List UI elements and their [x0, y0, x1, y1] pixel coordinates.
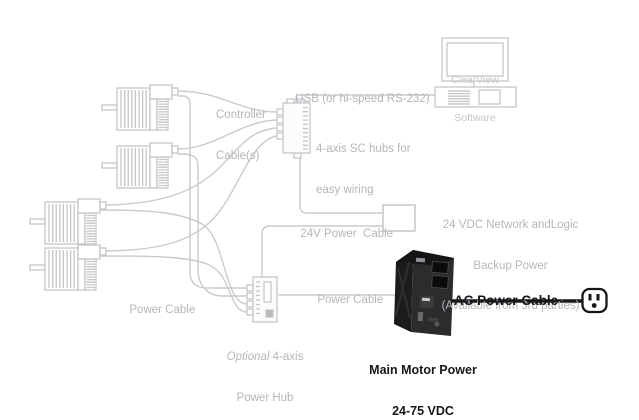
motor-2	[101, 142, 179, 189]
label-power-cable-motors: Power Cable	[129, 303, 196, 316]
motor-3	[29, 198, 107, 245]
desktop-vents	[448, 90, 470, 105]
power-cable-1	[177, 95, 248, 289]
main-power-supply	[394, 250, 454, 336]
label-main-motor-power: Main Motor Power 24-75 VDC (Teknic IPC-5…	[369, 363, 477, 418]
power-hub	[246, 276, 278, 323]
power-cable-3	[99, 209, 248, 305]
24vdc-supply-box	[382, 204, 416, 232]
usb-cable	[295, 94, 436, 104]
outlet-slot-left	[588, 294, 592, 301]
label-usb: USB (or hi-speed RS-232)	[295, 92, 430, 105]
motor-1	[101, 84, 179, 131]
connector-port-1	[431, 261, 449, 274]
label-24v-power-cable: 24V Power Cable	[300, 227, 394, 240]
label-sc-hub: 4-axis SC hubs for easy wiring	[316, 143, 411, 196]
monitor-screen	[446, 42, 504, 77]
cable-bundle	[99, 90, 436, 313]
desktop-drive-bay	[478, 89, 501, 105]
hub-to-24vdc-cable	[299, 156, 384, 214]
label-ac-power-cable: AC Power Cable	[453, 292, 559, 308]
controller-cable-3	[99, 127, 278, 206]
controller-cable-4	[99, 135, 278, 252]
label-clearview-software: ClearView Software	[451, 74, 499, 124]
label-controller-cables: Controller Cable(s)	[216, 109, 266, 162]
label-optional-power-hub: Optional 4-axis Power Hub	[226, 351, 304, 404]
label-24vdc-note: 24 VDC Network andLogic Backup Power (Av…	[441, 219, 580, 312]
computer	[434, 37, 517, 108]
outlet-ground-hole	[591, 303, 597, 308]
side-vents	[395, 261, 411, 319]
motor-4	[29, 244, 107, 291]
controller-cable-1	[177, 90, 278, 113]
connector-port-2	[431, 275, 449, 289]
outlet-slot-right	[596, 294, 600, 301]
label-power-cable-hub: Power Cable	[317, 293, 384, 306]
sc-hub	[276, 98, 311, 159]
24v-power-cable-line	[261, 225, 384, 278]
wall-outlet	[581, 287, 608, 314]
power-cable-2	[177, 153, 248, 297]
power-cable-4	[99, 255, 248, 313]
